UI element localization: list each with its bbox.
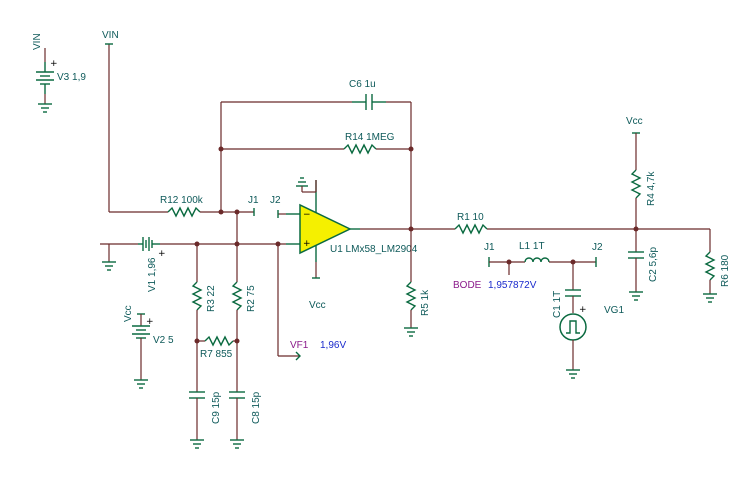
r4-resistor[interactable] bbox=[630, 169, 642, 199]
r12-resistor[interactable] bbox=[167, 206, 201, 218]
vg1-label: VG1 bbox=[604, 305, 624, 316]
u1-noninv-sign: + bbox=[303, 239, 311, 249]
c6-label: C6 1u bbox=[349, 79, 376, 90]
j1-left-label: J1 bbox=[248, 195, 259, 206]
v2-label: V2 5 bbox=[153, 335, 174, 346]
r1-label: R1 10 bbox=[457, 212, 484, 223]
v3-plus-sign: + bbox=[50, 59, 58, 69]
c2-label: C2 5,6p bbox=[648, 247, 659, 282]
v1-source[interactable] bbox=[138, 237, 160, 251]
c2-capacitor[interactable] bbox=[628, 251, 644, 259]
c1-capacitor[interactable] bbox=[565, 289, 581, 297]
u1-label: U1 LMx58_LM2904 bbox=[330, 244, 418, 255]
r4-label: R4 4,7k bbox=[646, 171, 657, 206]
r3-label: R3 22 bbox=[206, 285, 217, 312]
vin-label-v3: VIN bbox=[32, 33, 43, 50]
v2-plus-sign: + bbox=[146, 317, 154, 327]
r12-label: R12 100k bbox=[160, 195, 204, 206]
r2-resistor[interactable] bbox=[231, 281, 243, 311]
u1-opamp[interactable]: − + bbox=[286, 180, 360, 262]
v2-source[interactable] bbox=[132, 314, 150, 380]
j2-right-label: J2 bbox=[592, 242, 603, 253]
vf1-value: 1,96V bbox=[320, 340, 346, 351]
bode-value: 1,957872V bbox=[488, 280, 537, 291]
vin-label: VIN bbox=[102, 30, 119, 41]
r5-label: R5 1k bbox=[420, 289, 431, 316]
v1-plus-sign: + bbox=[158, 249, 166, 259]
j2-left-label: J2 bbox=[270, 195, 281, 206]
c8-label: C8 15p bbox=[251, 391, 262, 424]
r1-resistor[interactable] bbox=[454, 223, 488, 235]
c9-label: C9 15p bbox=[211, 391, 222, 424]
r6-resistor[interactable] bbox=[704, 251, 716, 281]
r7-label: R7 855 bbox=[200, 349, 233, 360]
vg1-plus-sign: + bbox=[579, 305, 587, 315]
r6-label: R6 180 bbox=[720, 254, 731, 287]
u1-inv-sign: − bbox=[303, 210, 311, 220]
l1-label: L1 1T bbox=[519, 241, 545, 252]
j1-right-label: J1 bbox=[484, 242, 495, 253]
r7-resistor[interactable] bbox=[204, 335, 234, 347]
r2-label: R2 75 bbox=[246, 285, 257, 312]
l1-inductor[interactable] bbox=[524, 257, 550, 263]
u1-vcc-label: Vcc bbox=[309, 300, 326, 311]
r4-vcc-label: Vcc bbox=[626, 116, 643, 127]
v2-vcc-label: Vcc bbox=[123, 305, 134, 322]
r3-resistor[interactable] bbox=[191, 281, 203, 311]
vf1-label: VF1 bbox=[290, 340, 309, 351]
r14-label: R14 1MEG bbox=[345, 132, 395, 143]
c8-capacitor[interactable] bbox=[229, 391, 245, 399]
v3-source[interactable]: + bbox=[36, 48, 58, 113]
c6-capacitor[interactable] bbox=[352, 94, 386, 110]
v3-label: V3 1,9 bbox=[57, 72, 86, 83]
vg1-generator[interactable] bbox=[559, 313, 587, 341]
v1-label: V1 1,96 bbox=[147, 257, 158, 292]
r5-resistor[interactable] bbox=[405, 281, 417, 311]
bode-label: BODE bbox=[453, 280, 482, 291]
c9-capacitor[interactable] bbox=[189, 391, 205, 399]
r14-resistor[interactable] bbox=[343, 143, 377, 155]
c1-label: C1 1T bbox=[552, 291, 563, 318]
vf1-probe[interactable] bbox=[295, 351, 301, 361]
